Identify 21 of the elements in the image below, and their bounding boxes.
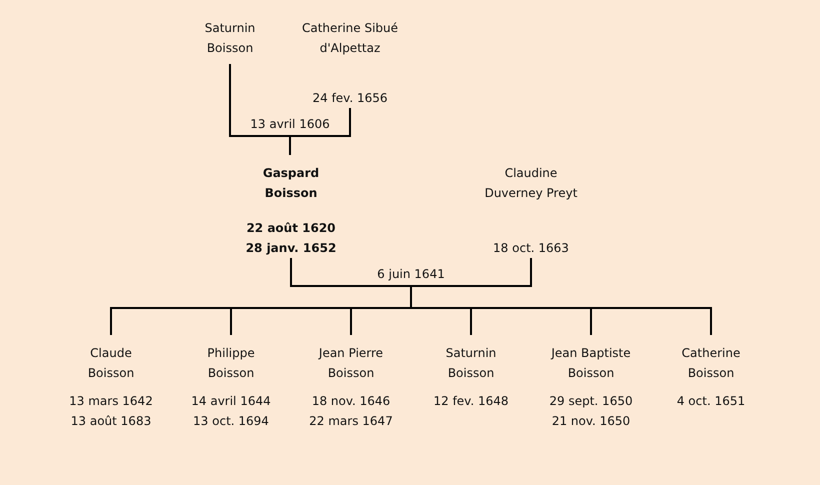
family-line [289, 108, 351, 155]
person-name: Saturnin Boisson [204, 20, 256, 57]
person-name: Jean Pierre Boisson [317, 345, 384, 382]
life-dates: 14 avril 1644 13 oct. 1694 [190, 393, 272, 430]
life-dates: 18 oct. 1663 [493, 240, 569, 257]
life-dates: 4 oct. 1651 [676, 393, 746, 410]
person-name: Philippe Boisson [206, 345, 256, 382]
life-dates: 29 sept. 1650 21 nov. 1650 [548, 393, 634, 430]
life-dates: 12 fev. 1648 [433, 393, 509, 410]
person-name: Saturnin Boisson [444, 345, 498, 382]
life-dates: 18 nov. 1646 22 mars 1647 [308, 393, 394, 430]
person-name: Gaspard Boisson [262, 165, 320, 202]
person-name: Catherine Sibué d'Alpettaz [300, 20, 400, 57]
person-name: Catherine Boisson [680, 345, 742, 382]
family-line [410, 258, 712, 335]
person-name: Claude Boisson [86, 345, 136, 382]
person-name: Claudine Duverney Preyt [484, 165, 578, 202]
life-dates: 13 mars 1642 13 août 1683 [68, 393, 154, 430]
person-name: Jean Baptiste Boisson [550, 345, 632, 382]
life-dates: 24 fev. 1656 [312, 90, 388, 107]
life-dates: 22 août 1620 28 janv. 1652 [244, 220, 338, 257]
